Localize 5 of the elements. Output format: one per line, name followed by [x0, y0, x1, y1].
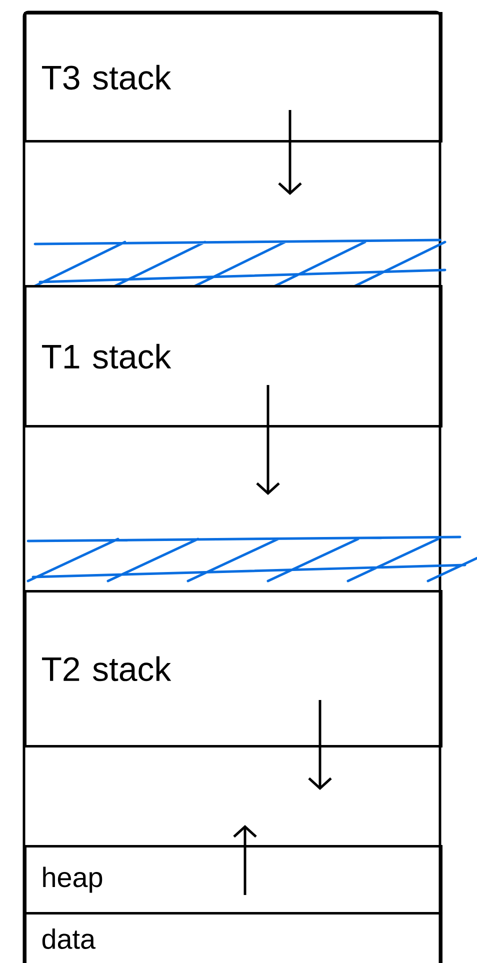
memory-region: data: [24, 912, 442, 963]
memory-region: T1 stack: [24, 285, 442, 428]
memory-region: T3 stack: [24, 12, 442, 142]
memory-region: T2 stack: [24, 590, 442, 748]
memory-region: heap: [24, 845, 442, 914]
